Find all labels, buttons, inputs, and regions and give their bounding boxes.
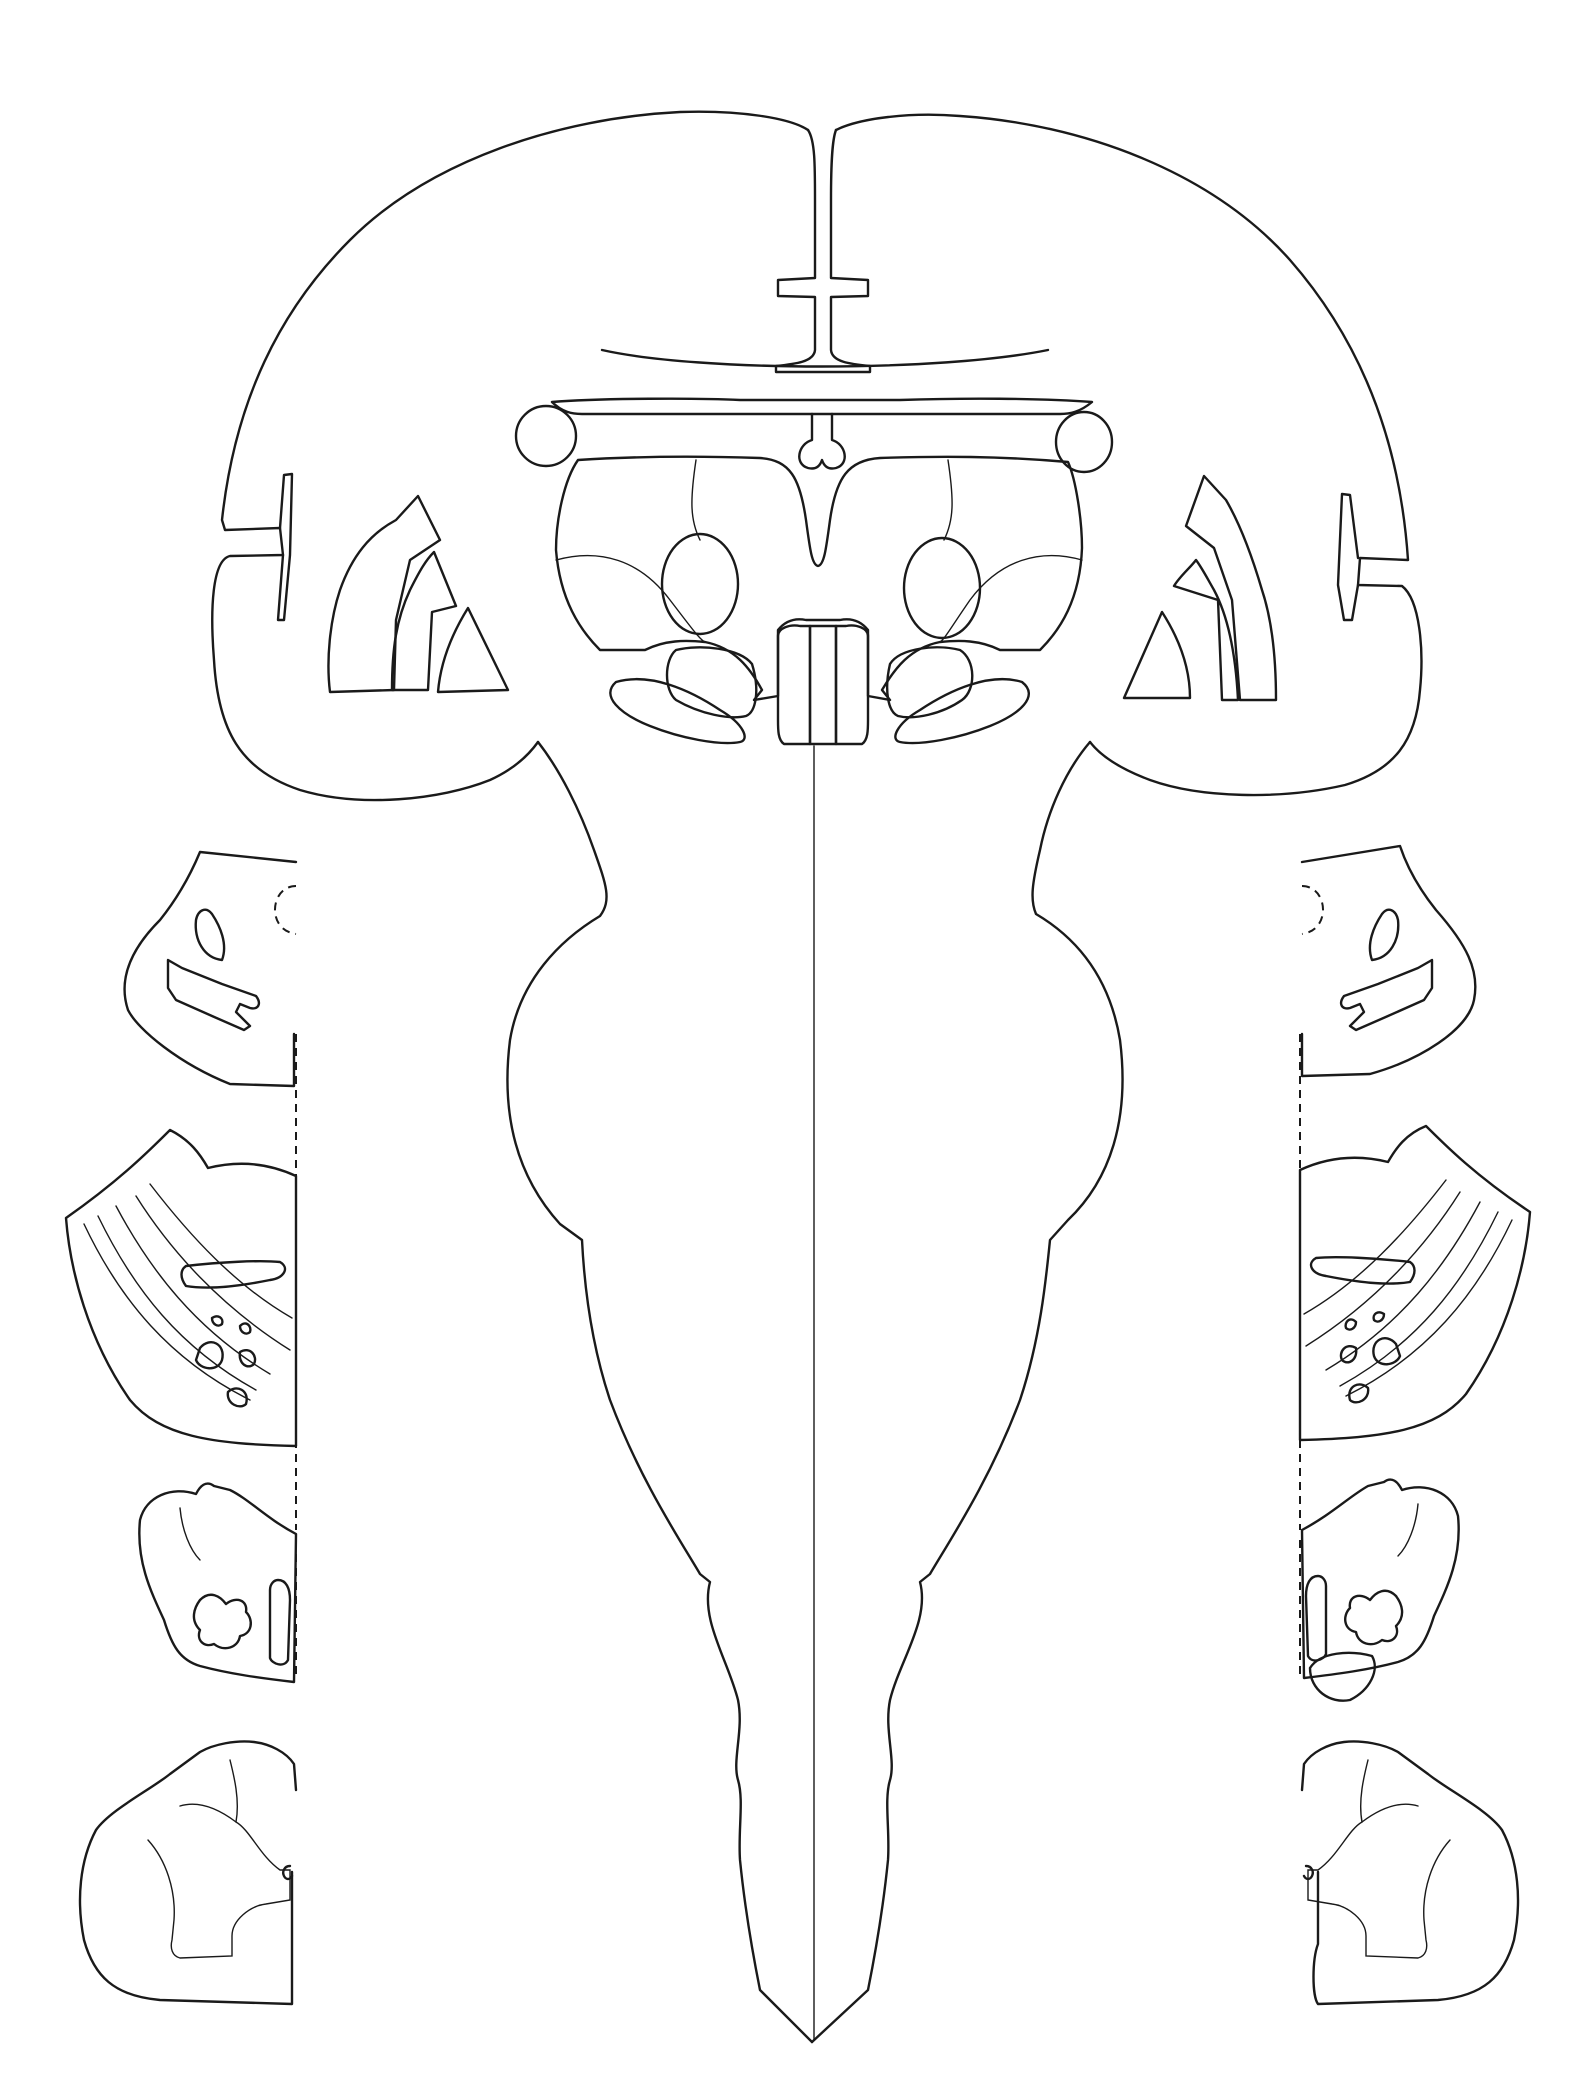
- right-insula-triangle: [1124, 612, 1190, 698]
- right-section-1-dashed-circle: [1302, 886, 1323, 934]
- right-section-2-fibers-4: [1306, 1192, 1460, 1346]
- left-section-3-olive: [194, 1595, 251, 1648]
- left-section-2-fibers-1: [84, 1224, 250, 1400]
- left-lower-segment-b: [610, 679, 744, 743]
- left-section-3-pyramid: [270, 1580, 290, 1664]
- left-section-2-blob-4: [240, 1324, 250, 1334]
- left-section-2-blob-5: [212, 1316, 222, 1325]
- thalamus-block: [556, 457, 1082, 700]
- midline-column-inner: [810, 626, 836, 744]
- thalamus-partition-left: [692, 460, 700, 540]
- left-section-2-fibers-2: [98, 1216, 256, 1390]
- right-section-2-blob-1: [1373, 1338, 1400, 1364]
- left-oval-nucleus: [662, 534, 738, 634]
- left-section-2-blob-1: [196, 1342, 223, 1368]
- brainstem-right-outline: [812, 742, 1123, 2042]
- thalamus-partition-right-lower: [940, 556, 1082, 642]
- left-section-2-blob-2: [240, 1350, 255, 1366]
- right-lower-segment-a: [887, 647, 972, 717]
- brainstem-left-outline: [507, 742, 812, 2042]
- left-lower-segment-a: [667, 647, 756, 717]
- right-oval-nucleus: [904, 538, 980, 638]
- brainstem: [507, 742, 1122, 2042]
- right-section-2-outline: [1300, 1126, 1530, 1440]
- left-section-2-fibers-4: [136, 1196, 290, 1350]
- midline-column-left: [778, 625, 810, 744]
- right-section-2-fibers-2: [1340, 1212, 1498, 1386]
- right-round-nucleus: [1056, 412, 1112, 472]
- left-section-1-tract: [168, 960, 259, 1030]
- right-hemisphere-outline: [836, 115, 1421, 795]
- right-section-3-pyramid: [1306, 1576, 1326, 1660]
- right-insula-inner: [1174, 560, 1238, 700]
- right-section-4-outline: [1302, 1741, 1518, 2004]
- right-cross-sections: [1300, 846, 1530, 2004]
- right-section-4-dorsal-line: [1361, 1760, 1368, 1822]
- longitudinal-fissure: [776, 130, 870, 372]
- left-insula-inner: [392, 552, 456, 690]
- right-section-2-blob-4: [1346, 1320, 1356, 1330]
- right-section-2-blob-2: [1341, 1346, 1356, 1362]
- anterior-commissure-bar: [552, 399, 1092, 414]
- thalamus-partition-right: [944, 460, 952, 540]
- left-insula-outer: [328, 496, 440, 692]
- right-section-1-outline: [1302, 846, 1475, 1076]
- right-section-2-fibers-1: [1346, 1220, 1512, 1396]
- right-section-2-fibers-3: [1326, 1202, 1480, 1370]
- right-hemisphere-notch: [1338, 494, 1358, 620]
- left-section-4-dorsal-line: [230, 1760, 237, 1822]
- left-section-1-nucleus: [196, 910, 224, 960]
- left-insula-triangle: [438, 608, 508, 692]
- left-section-2-fibers-3: [116, 1206, 270, 1374]
- left-section-4-grey-matter: [148, 1804, 290, 1958]
- diencephalon: [328, 399, 1276, 744]
- right-section-3-olive: [1345, 1591, 1402, 1644]
- right-section-3-inner-line: [1398, 1504, 1418, 1556]
- left-hemisphere-notch: [278, 474, 292, 620]
- left-cross-sections: [66, 852, 296, 2004]
- midline-column-right: [836, 625, 868, 744]
- right-section-1-nucleus: [1370, 910, 1398, 960]
- left-section-4-outline: [80, 1741, 296, 2004]
- right-section-4-grey-matter: [1308, 1804, 1450, 1958]
- corpus-callosum: [602, 350, 1048, 367]
- right-lower-segment-b: [895, 679, 1028, 743]
- midline-lobed-structure: [799, 414, 844, 469]
- left-section-3-inner-line: [180, 1508, 200, 1560]
- left-section-1-dashed-circle: [275, 886, 296, 934]
- left-section-1-outline: [125, 852, 296, 1086]
- right-section-1-tract: [1341, 960, 1432, 1030]
- left-round-nucleus: [516, 406, 576, 466]
- left-section-2-outline: [66, 1130, 296, 1446]
- right-section-2-blob-5: [1374, 1312, 1384, 1321]
- right-insula-outer: [1186, 476, 1276, 700]
